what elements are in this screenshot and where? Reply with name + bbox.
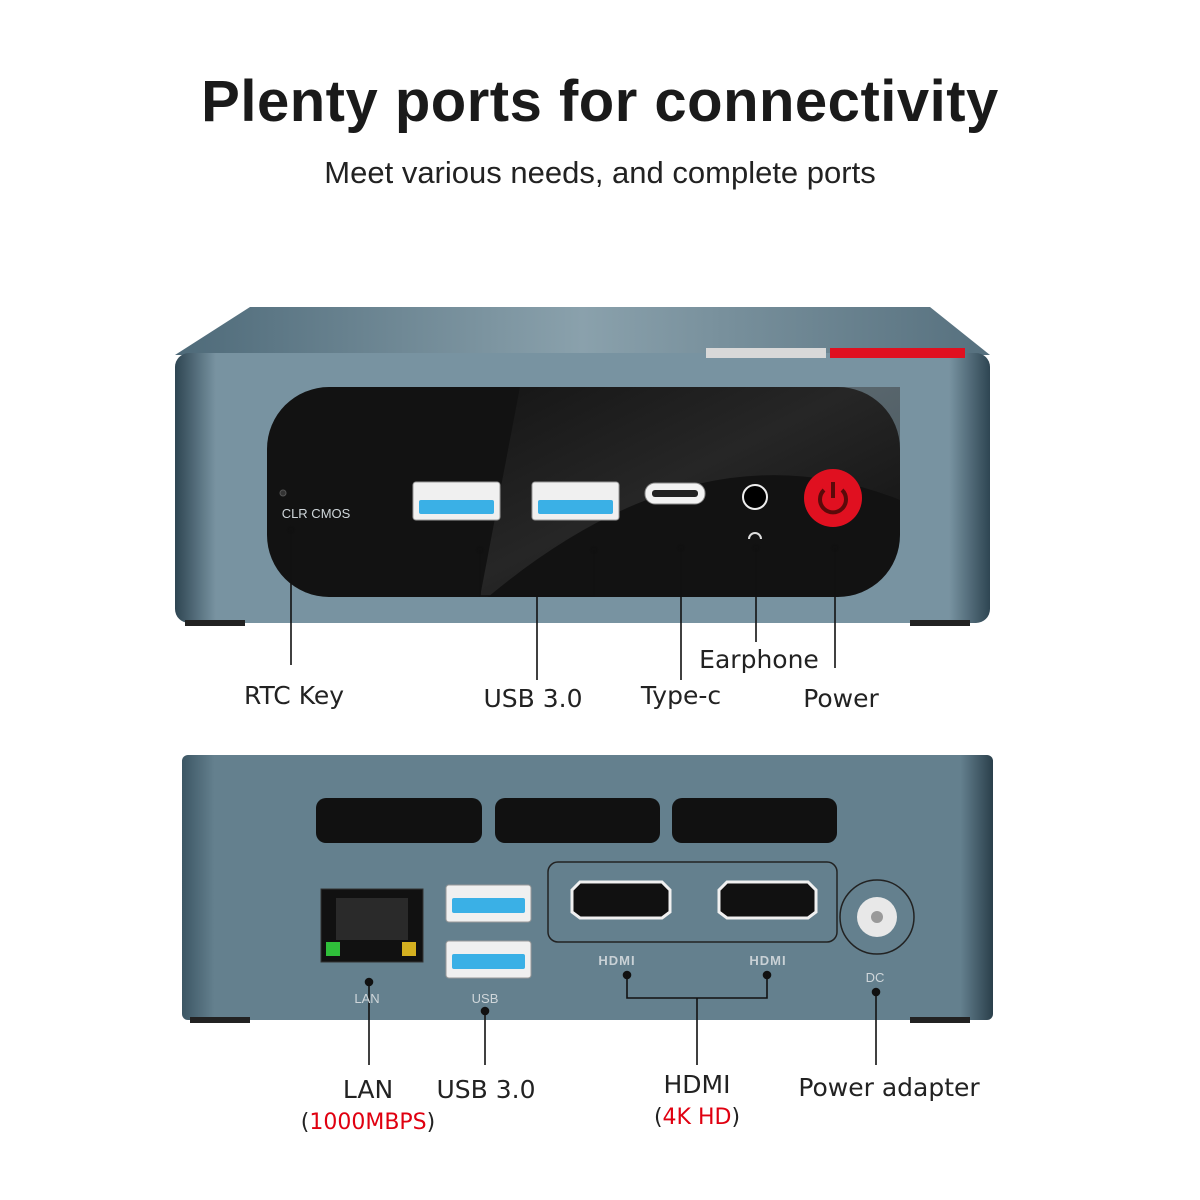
- hdmi-frame: [547, 861, 838, 943]
- callout-hdmi-resolution: 4K HD: [654, 1105, 740, 1130]
- rear-dc-label: DC: [865, 970, 885, 985]
- callout-power: Power: [803, 684, 879, 713]
- sticker: [706, 348, 826, 358]
- callout-type-c: Type-c: [640, 681, 722, 710]
- hdmi-logo-1: HDMI: [598, 953, 636, 968]
- sticker: [830, 348, 965, 358]
- type-c-port: [644, 482, 706, 505]
- callout-lan-speed: 1000MBPS: [301, 1110, 435, 1135]
- usb-port-rear-1: [445, 884, 532, 923]
- lan-speed-value: 1000MBPS: [301, 1110, 435, 1135]
- rear-usb-label: USB: [471, 991, 499, 1006]
- usb-port-front-2: [531, 481, 620, 521]
- front-device: [175, 307, 990, 680]
- lan-port: [320, 888, 424, 963]
- callout-earphone: Earphone: [699, 645, 819, 674]
- hdmi-port-2: [717, 880, 818, 920]
- rear-lan-label: LAN: [354, 991, 380, 1006]
- front-callout-lines: [286, 525, 840, 680]
- usb-port-front-1: [412, 481, 501, 521]
- clr-cmos-hole: [279, 489, 287, 497]
- rear-callout-lines: [364, 970, 881, 1065]
- power-button: [804, 469, 862, 527]
- callout-usb-front: USB 3.0: [483, 684, 583, 713]
- audio-jack: [742, 484, 768, 510]
- callout-rtc-key: RTC Key: [243, 681, 345, 710]
- callout-hdmi: HDMI: [663, 1070, 731, 1099]
- hdmi-port-1: [570, 880, 672, 920]
- hdmi-logo-2: HDMI: [749, 953, 787, 968]
- usb-port-rear-2: [445, 940, 532, 979]
- vents: [316, 798, 837, 843]
- callout-usb-rear: USB 3.0: [436, 1075, 536, 1104]
- rear-device: [182, 755, 993, 1065]
- page-title: Plenty ports for connectivity: [201, 69, 999, 134]
- dc-port: [839, 879, 915, 955]
- callout-power-adapter: Power adapter: [798, 1073, 980, 1102]
- callout-lan: LAN: [342, 1075, 394, 1104]
- headphone-icon: [748, 532, 762, 540]
- hdmi-resolution-value: 4K HD: [654, 1105, 740, 1130]
- clr-cmos-label: CLR CMOS: [281, 506, 351, 521]
- page-subtitle: Meet various needs, and complete ports: [324, 155, 876, 190]
